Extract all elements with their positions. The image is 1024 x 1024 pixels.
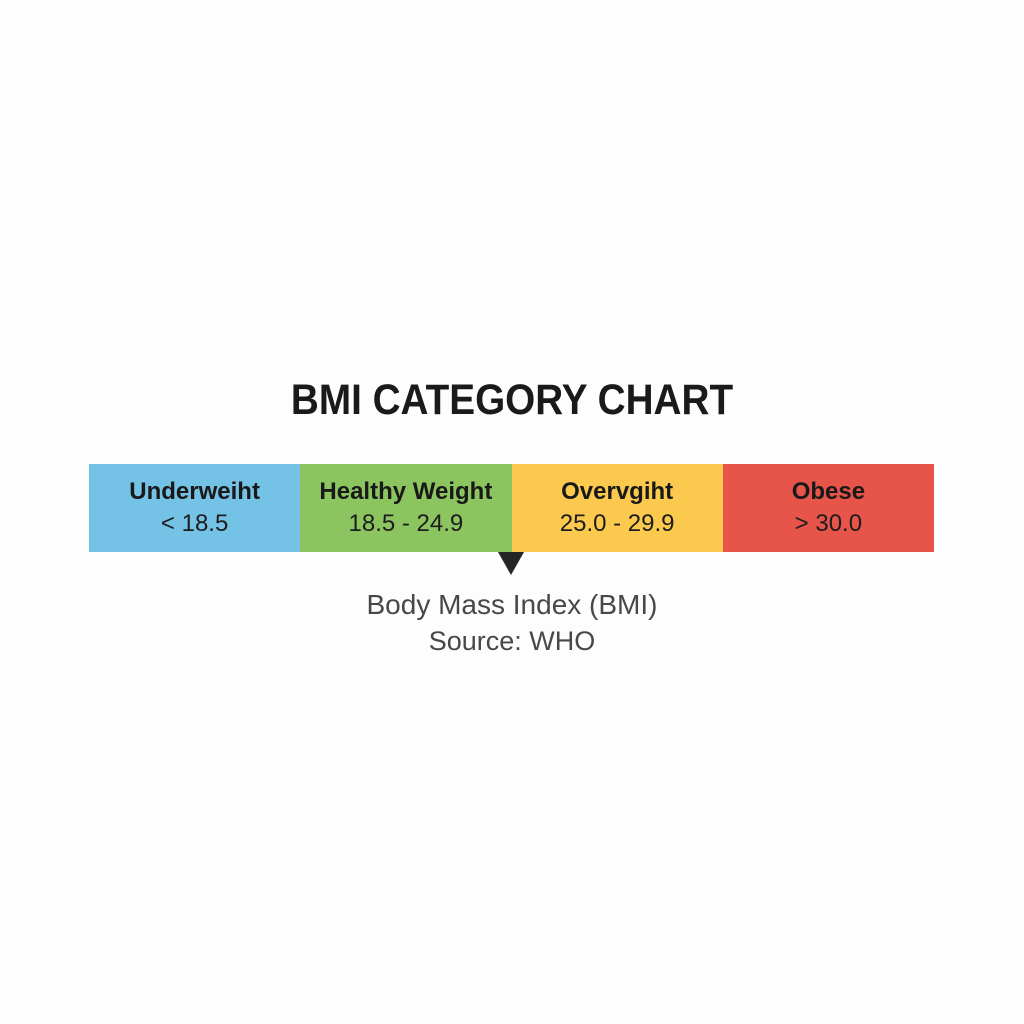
chart-title: BMI CATEGORY CHART <box>290 376 734 424</box>
segment-healthy-weight: Healthy Weight 18.5 - 24.9 <box>300 464 512 552</box>
segment-underweight-range: < 18.5 <box>160 509 229 537</box>
segment-underweight-label: Underweiht <box>129 478 260 506</box>
segment-obese-label: Obese <box>791 478 866 506</box>
bmi-scale-bar: Underweiht < 18.5 Healthy Weight 18.5 - … <box>89 464 934 552</box>
segment-healthy-weight-label: Healthy Weight <box>319 478 493 506</box>
caption-source: Source: WHO <box>428 625 596 656</box>
segment-overweight: Overvgiht 25.0 - 29.9 <box>511 464 723 552</box>
segment-overweight-range: 25.0 - 29.9 <box>559 509 675 537</box>
segment-obese: Obese > 30.0 <box>722 464 934 552</box>
segment-healthy-weight-range: 18.5 - 24.9 <box>348 509 464 537</box>
segment-obese-range: > 30.0 <box>794 509 863 537</box>
segment-overweight-label: Overvgiht <box>561 478 674 506</box>
caption-xlabel: Body Mass Index (BMI) <box>366 589 658 620</box>
segment-underweight: Underweiht < 18.5 <box>89 464 301 552</box>
triangle-down-icon <box>498 552 524 575</box>
caption: Body Mass Index (BMI) Source: WHO <box>0 588 1024 657</box>
